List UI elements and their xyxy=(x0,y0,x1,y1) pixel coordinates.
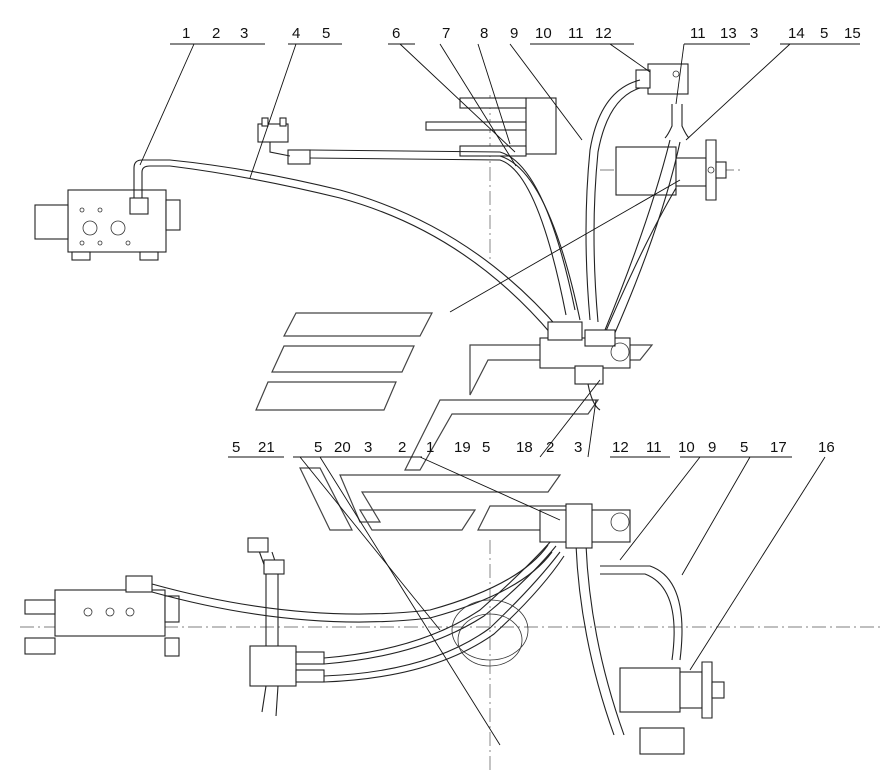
center-manifold-upper xyxy=(539,321,631,411)
callout-number: 8 xyxy=(480,25,488,42)
center-manifold-lower xyxy=(539,503,631,549)
callout-number: 10 xyxy=(535,25,552,42)
callout-number: 5 xyxy=(322,25,330,42)
callout-number: 12 xyxy=(595,25,612,42)
callout-number: 4 xyxy=(292,25,300,42)
leader-lines xyxy=(139,43,860,746)
bottom-hoses xyxy=(151,539,683,736)
bottom-pump-motor xyxy=(619,661,725,755)
top-hoses xyxy=(169,79,690,346)
top-pump-motor xyxy=(615,139,727,201)
bottom-valve-block xyxy=(24,575,180,657)
callout-number: 17 xyxy=(770,439,787,456)
callout-number: 11 xyxy=(690,25,706,42)
callout-number: 3 xyxy=(574,439,582,456)
callout-number: 1 xyxy=(182,25,190,42)
callout-number: 12 xyxy=(612,439,629,456)
callout-number: 2 xyxy=(398,439,406,456)
callout-number: 11 xyxy=(568,25,584,42)
callout-number: 1 xyxy=(426,439,434,456)
callout-number: 19 xyxy=(454,439,471,456)
callout-number: 5 xyxy=(232,439,240,456)
callout-number: 9 xyxy=(708,439,716,456)
callout-number: 5 xyxy=(740,439,748,456)
callout-number: 14 xyxy=(788,25,805,42)
callout-number: 5 xyxy=(482,439,490,456)
callout-number: 13 xyxy=(720,25,737,42)
callout-number: 3 xyxy=(750,25,758,42)
top-swivel-fitting xyxy=(257,117,311,165)
callout-number: 11 xyxy=(646,439,662,456)
callout-number: 18 xyxy=(516,439,533,456)
callout-number: 6 xyxy=(392,25,400,42)
callout-number: 16 xyxy=(818,439,835,456)
callout-number: 2 xyxy=(212,25,220,42)
callout-number: 2 xyxy=(546,439,554,456)
callout-number: 5 xyxy=(314,439,322,456)
callout-number: 5 xyxy=(820,25,828,42)
callout-number: 3 xyxy=(364,439,372,456)
top-fitting-12 xyxy=(635,63,689,95)
top-mount-bracket xyxy=(425,97,557,157)
callout-number: 3 xyxy=(240,25,248,42)
callout-number: 15 xyxy=(844,25,861,42)
callout-number: 20 xyxy=(334,439,351,456)
top-valve-block xyxy=(34,159,181,261)
callout-number: 10 xyxy=(678,439,695,456)
callout-number: 21 xyxy=(258,439,275,456)
callout-number: 9 xyxy=(510,25,518,42)
bottom-distributor xyxy=(247,537,325,717)
callout-number: 7 xyxy=(442,25,450,42)
